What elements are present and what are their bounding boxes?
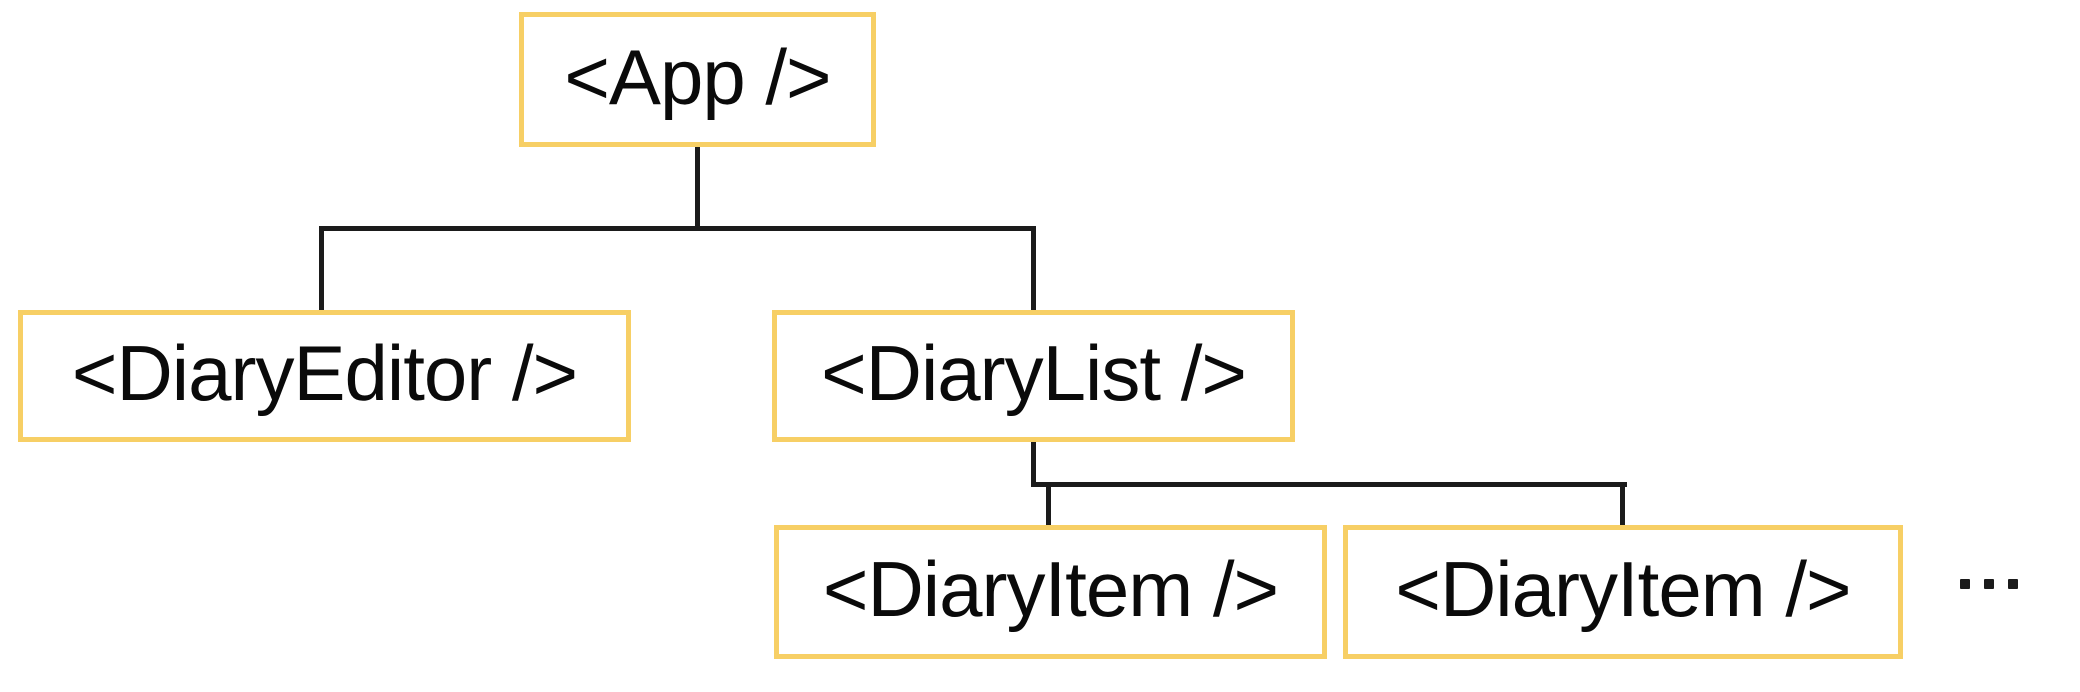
connector-diarylist-drop — [1031, 226, 1036, 312]
tree-node-app-label: <App /> — [564, 32, 831, 121]
tree-node-diary-item-2-label: <DiaryItem /> — [1395, 545, 1851, 633]
tree-node-diary-item-1: <DiaryItem /> — [774, 525, 1327, 659]
tree-node-diary-editor: <DiaryEditor /> — [18, 310, 631, 442]
tree-node-diary-editor-label: <DiaryEditor /> — [71, 329, 578, 417]
tree-node-diary-item-2: <DiaryItem /> — [1343, 525, 1903, 659]
connector-app-stem — [695, 147, 700, 231]
connector-diarylist-stem — [1031, 442, 1036, 487]
connector-diaryitem1-drop — [1046, 482, 1051, 527]
connector-diaryeditor-drop — [319, 226, 324, 312]
connector-list-children-bar — [1031, 482, 1627, 487]
ellipsis-dot — [1960, 579, 1970, 589]
tree-node-app: <App /> — [519, 12, 876, 147]
ellipsis-dot — [2008, 579, 2018, 589]
tree-node-diary-list: <DiaryList /> — [772, 310, 1295, 442]
tree-node-diary-item-1-label: <DiaryItem /> — [822, 545, 1279, 633]
connector-app-children-bar — [319, 226, 1036, 231]
more-items-ellipsis-icon — [1960, 579, 2018, 589]
ellipsis-dot — [1984, 579, 1994, 589]
tree-node-diary-list-label: <DiaryList /> — [821, 329, 1247, 417]
connector-diaryitem2-drop — [1620, 482, 1625, 527]
